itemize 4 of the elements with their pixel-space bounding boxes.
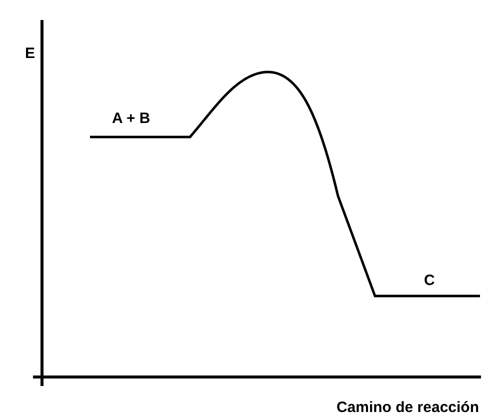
product-label: C [424, 272, 435, 289]
axis-label: Camino de reacción [336, 399, 479, 416]
reactants-label: A + B [112, 110, 150, 127]
axis-label: E [25, 45, 36, 62]
